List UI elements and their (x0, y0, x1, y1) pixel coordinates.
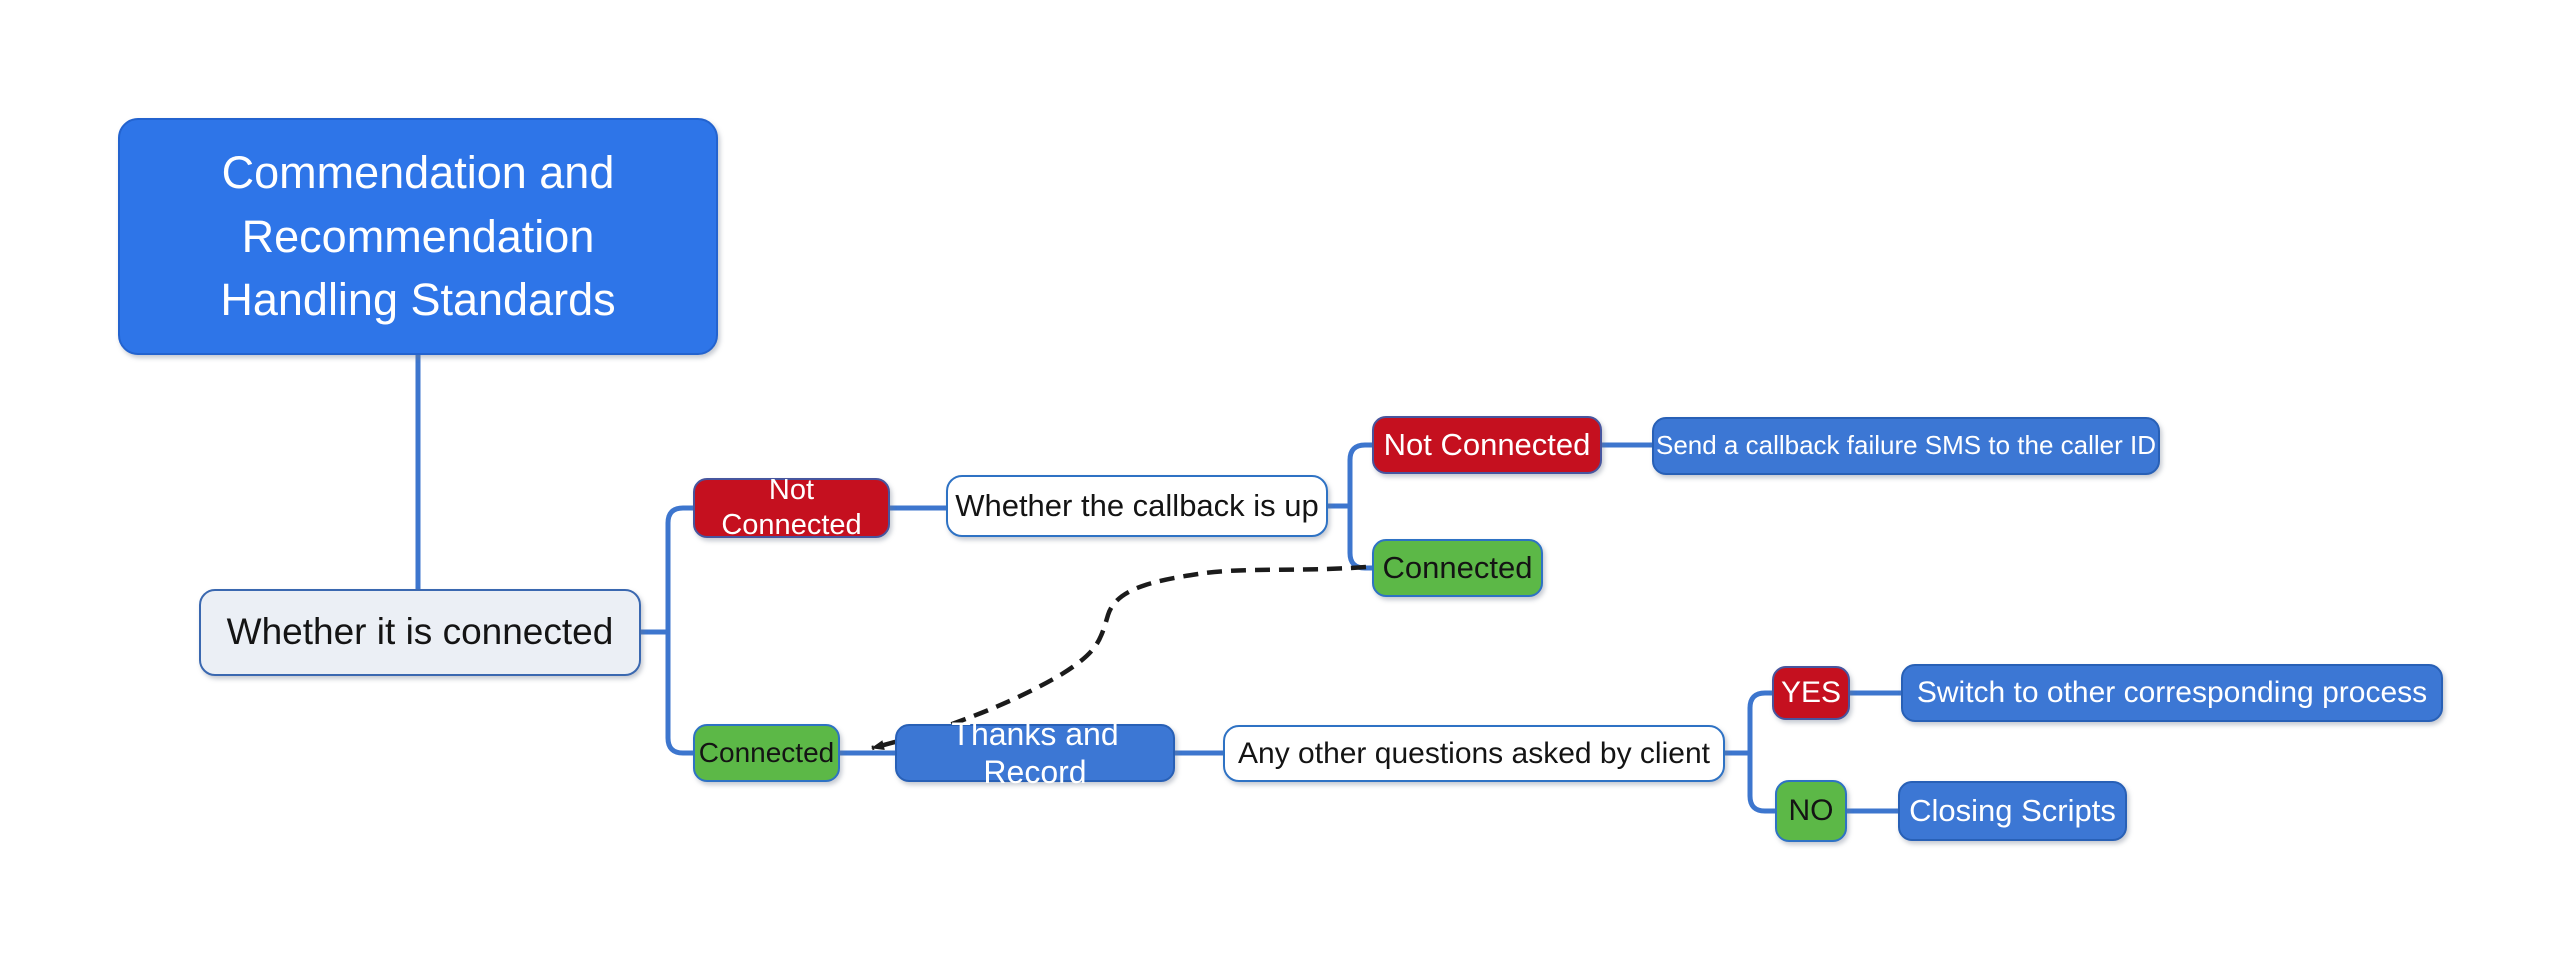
connector-root-up-elbow (665, 505, 693, 632)
node-send-callback-failure-sms: Send a callback failure SMS to the calle… (1652, 417, 2160, 475)
node-no: NO (1775, 780, 1847, 842)
node-connected-top: Connected (1372, 539, 1543, 597)
connector-anyother-down-elbow (1747, 753, 1775, 814)
connector-callback-down-elbow (1347, 506, 1372, 571)
connector-callback-up-elbow (1347, 442, 1372, 506)
node-whether-callback-up: Whether the callback is up (946, 475, 1328, 537)
node-connected-bottom: Connected (693, 724, 840, 782)
node-not-connected-top: Not Connected (1372, 416, 1602, 474)
node-thanks-and-record: Thanks and Record (895, 716, 1175, 790)
node-switch-process: Switch to other corresponding process (1901, 664, 2443, 722)
node-yes: YES (1772, 666, 1850, 720)
connector-root-down-elbow (665, 632, 693, 756)
node-whether-connected: Whether it is connected (199, 589, 641, 676)
node-any-other-questions: Any other questions asked by client (1223, 725, 1725, 782)
connector-anyother-up-elbow (1747, 690, 1772, 753)
node-not-connected-mid: Not Connected (693, 474, 890, 541)
node-title: Commendation and Recommendation Handling… (118, 118, 718, 355)
node-closing-scripts: Closing Scripts (1898, 781, 2127, 841)
